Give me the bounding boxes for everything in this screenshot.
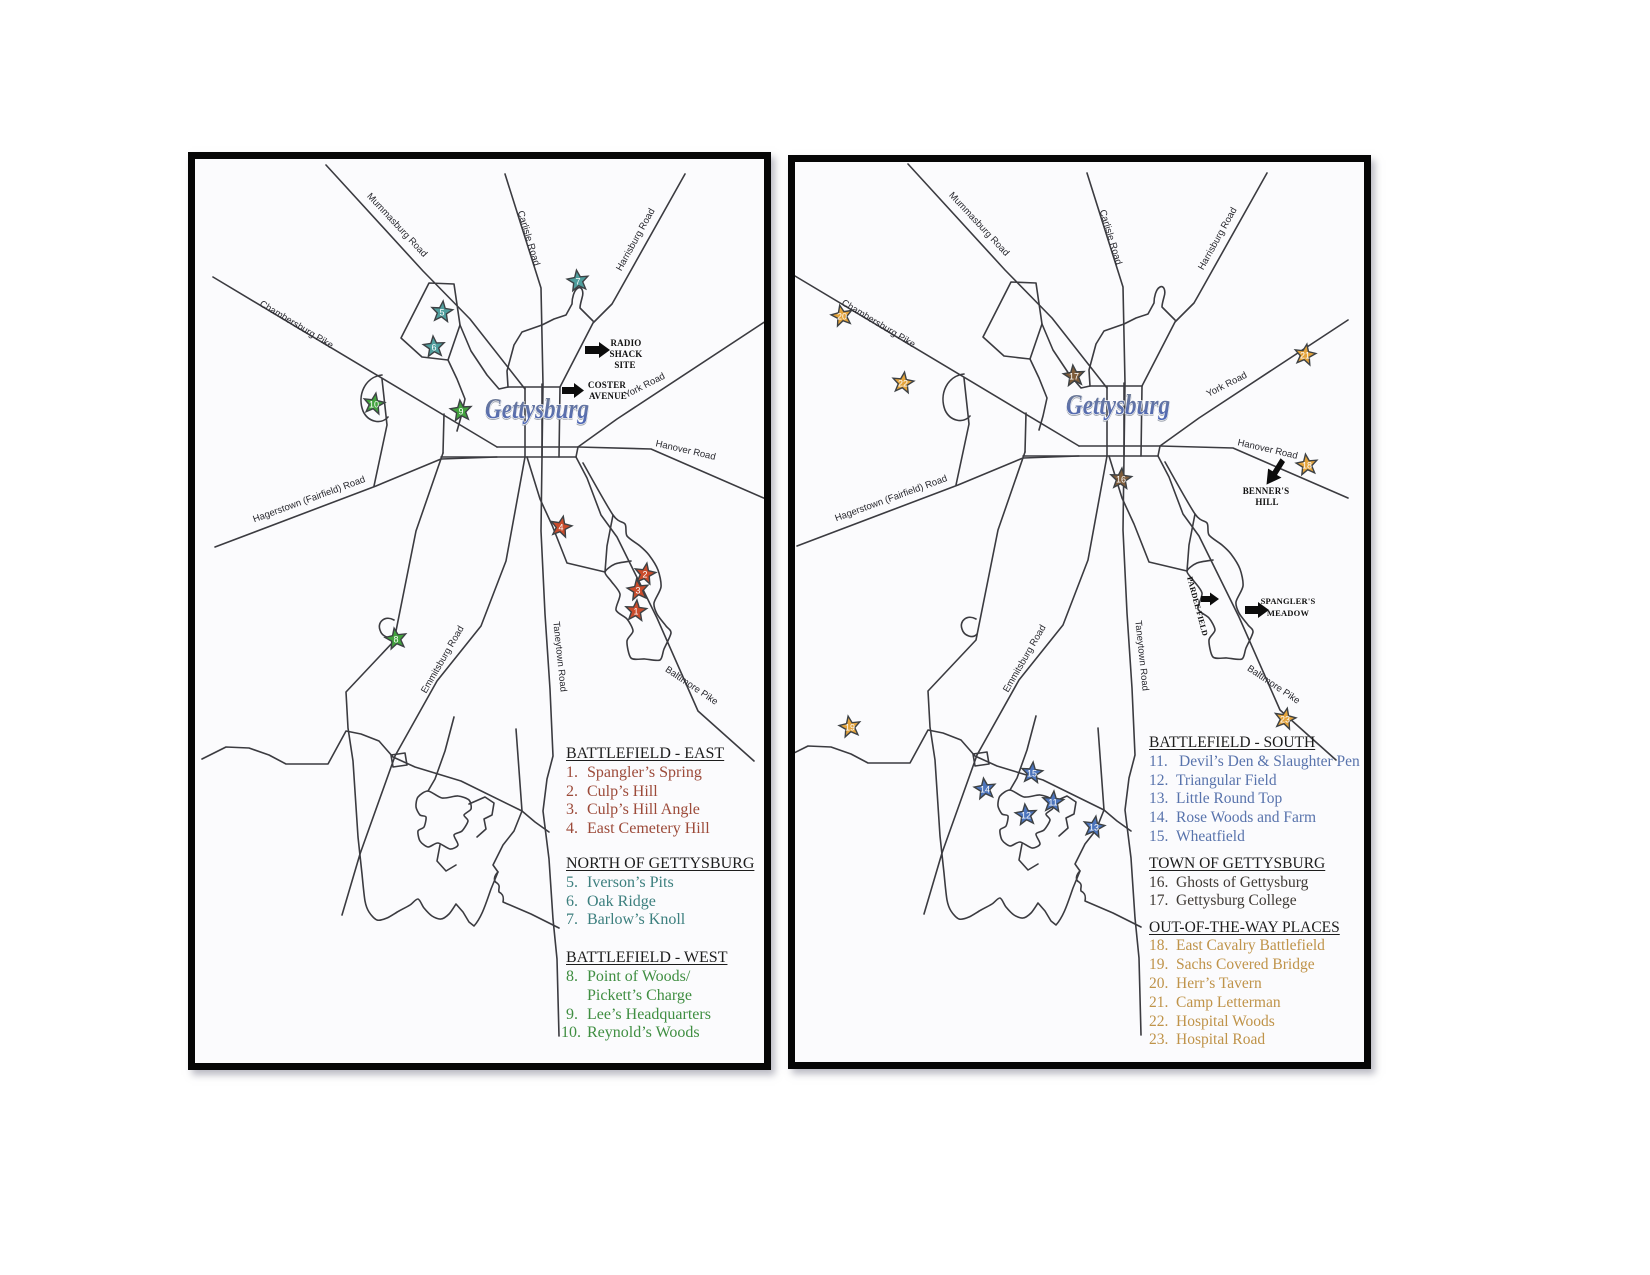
svg-text:19: 19: [845, 722, 855, 732]
svg-text:21: 21: [1300, 350, 1310, 360]
svg-text:12: 12: [1021, 810, 1031, 820]
svg-text:4: 4: [558, 522, 563, 532]
svg-text:8: 8: [393, 634, 398, 644]
svg-text:11: 11: [1048, 797, 1057, 807]
svg-text:AVENUE: AVENUE: [589, 391, 627, 401]
svg-text:18: 18: [1302, 460, 1312, 470]
svg-text:7: 7: [575, 276, 580, 286]
svg-text:2: 2: [642, 569, 647, 579]
svg-text:14: 14: [980, 784, 990, 794]
svg-text:1: 1: [633, 606, 638, 616]
svg-text:Gettysburg: Gettysburg: [485, 394, 589, 425]
svg-text:9: 9: [458, 406, 463, 416]
svg-text:BENNER'S: BENNER'S: [1243, 486, 1290, 496]
svg-text:MEADOW: MEADOW: [1267, 608, 1310, 618]
svg-text:6: 6: [431, 342, 436, 352]
svg-text:22: 22: [898, 378, 908, 388]
svg-text:17: 17: [1069, 371, 1079, 381]
svg-text:RADIO: RADIO: [610, 338, 641, 348]
svg-text:10: 10: [369, 399, 379, 409]
svg-text:5: 5: [439, 307, 444, 317]
svg-text:23: 23: [1280, 714, 1290, 724]
svg-text:HILL: HILL: [1255, 497, 1278, 507]
svg-text:20: 20: [837, 311, 847, 321]
svg-text:SPANGLER'S: SPANGLER'S: [1261, 596, 1316, 606]
svg-text:SHACK: SHACK: [609, 349, 642, 359]
svg-text:13: 13: [1089, 822, 1099, 832]
svg-text:SITE: SITE: [614, 360, 635, 370]
svg-text:Gettysburg: Gettysburg: [1066, 390, 1170, 421]
svg-text:15: 15: [1027, 768, 1037, 778]
svg-text:16: 16: [1116, 474, 1126, 484]
svg-text:3: 3: [635, 585, 640, 595]
svg-text:COSTER: COSTER: [588, 380, 627, 390]
